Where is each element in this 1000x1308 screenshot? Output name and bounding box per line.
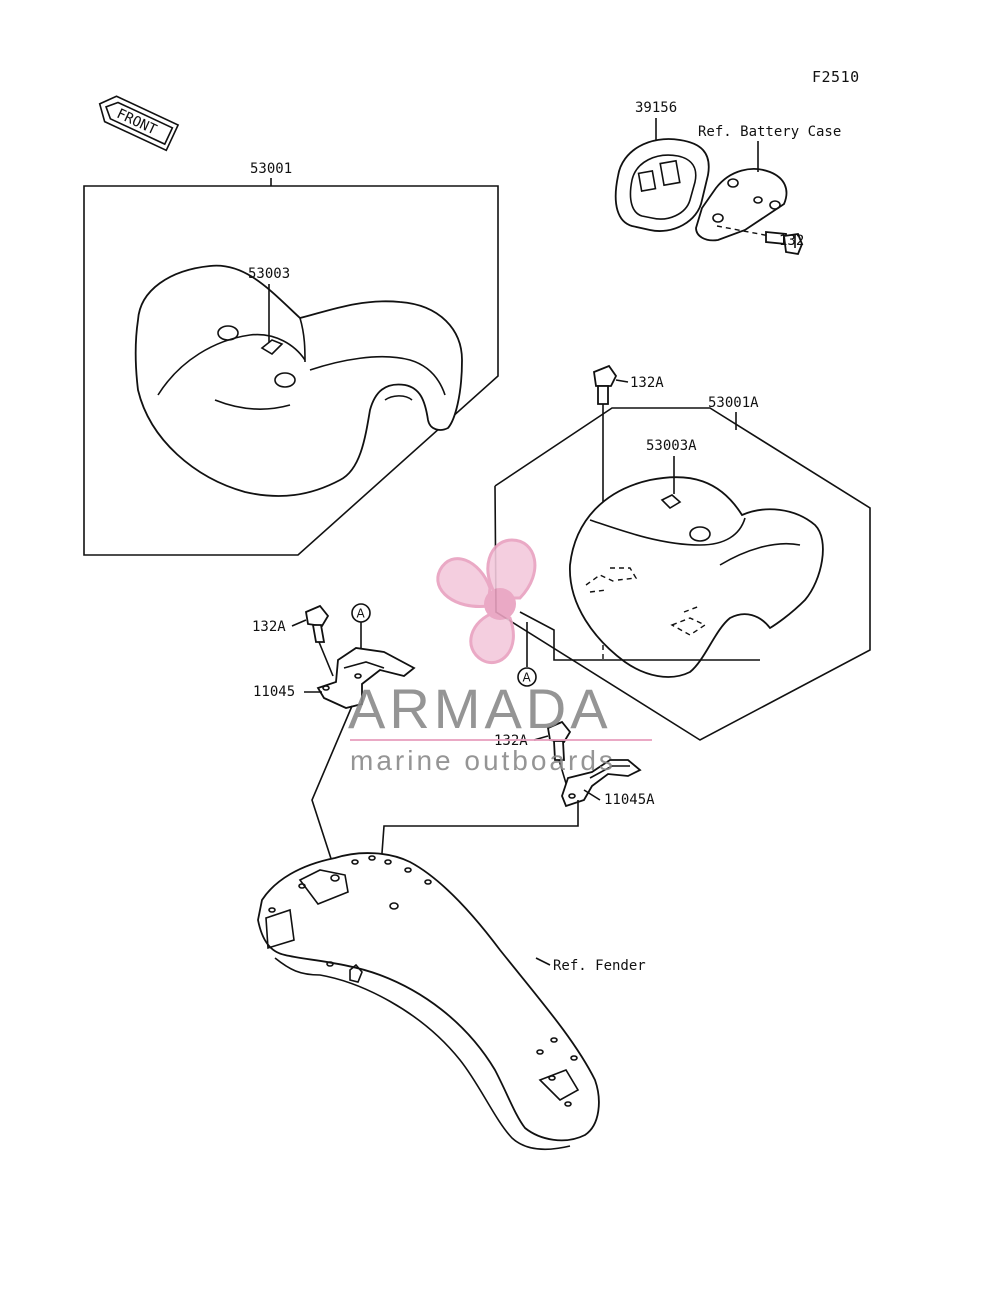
bolt-132a-left — [304, 604, 334, 677]
label-132: 132 — [779, 233, 804, 249]
seat-53001a-drawing — [569, 476, 824, 678]
seat-53001-frame — [83, 185, 499, 556]
label-11045a: 11045A — [604, 792, 655, 808]
circle-marker-a-left-label: A — [357, 607, 366, 621]
label-53003: 53003 — [248, 266, 290, 282]
bolt-132a-right — [546, 720, 572, 791]
battery-case-plate — [695, 168, 788, 242]
circle-marker-a-right-label: A — [523, 671, 532, 685]
battery-cover-group: 39156 Ref. Battery Case 132 — [614, 100, 841, 256]
propeller-logo — [436, 538, 537, 665]
label-ref-battery-case: Ref. Battery Case — [698, 124, 841, 140]
label-132a-left: 132A — [252, 619, 286, 635]
label-53003a: 53003A — [646, 438, 697, 454]
seat-53001-drawing — [134, 264, 463, 497]
front-arrow: FRONT — [98, 95, 180, 152]
label-53001: 53001 — [250, 161, 292, 177]
watermark-tagline: marine outboards — [350, 745, 616, 776]
bracket-11045a — [561, 759, 642, 808]
label-39156: 39156 — [635, 100, 677, 116]
seat-assembly-53001-group: 53001 53003 — [83, 161, 499, 556]
bolt-132 — [716, 225, 803, 256]
label-11045: 11045 — [253, 684, 295, 700]
watermark-brand: ARMADA — [348, 677, 612, 740]
seat-assembly-53001a-group: 53001A 53003A — [494, 395, 871, 741]
bracket-11045 — [316, 647, 416, 709]
circle-marker-a-left: A — [351, 603, 371, 652]
diagram-code: F2510 — [812, 68, 860, 86]
rear-fender — [257, 852, 600, 1151]
label-132a-top: 132A — [630, 375, 664, 391]
label-53001a: 53001A — [708, 395, 759, 411]
circle-marker-a-right: A — [517, 622, 537, 687]
label-ref-fender: Ref. Fender — [553, 958, 646, 974]
watermark: ARMADA marine outboards — [348, 538, 652, 776]
battery-cover-39156 — [614, 138, 710, 232]
seat-53001a-frame — [494, 407, 871, 741]
